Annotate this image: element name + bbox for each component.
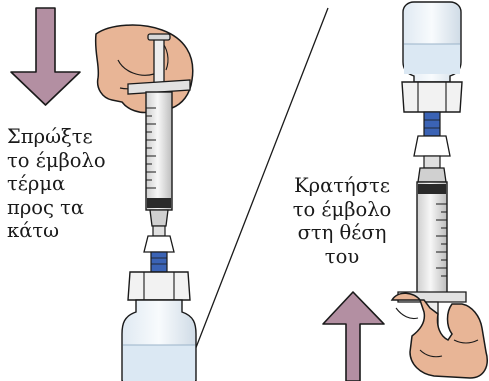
adapter-icon [128, 236, 190, 300]
vial-icon [122, 300, 196, 381]
down-arrow-icon [11, 8, 80, 105]
hand-icon [392, 293, 487, 378]
vial-icon [403, 2, 461, 82]
up-arrow-icon [323, 292, 384, 381]
adapter-icon [402, 82, 462, 156]
hand-icon [96, 25, 193, 112]
instruction-text-push-plunger: Σπρώξτε το έμβολο τέρμα προς τα κάτω [7, 125, 106, 243]
instruction-text-hold-plunger: Κρατήστε το έμβολο στη θέση του [268, 174, 416, 268]
